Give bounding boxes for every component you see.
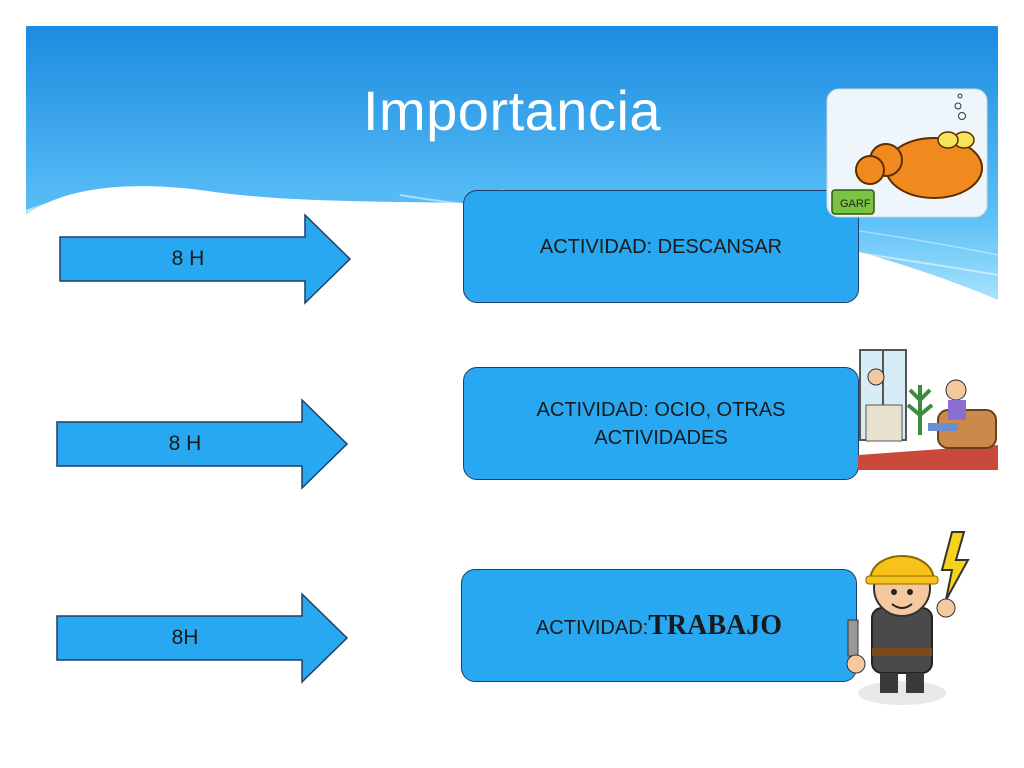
activity-box-trabajo: ACTIVIDAD:TRABAJO [461,569,857,682]
arrow-label: 8 H [168,432,202,455]
activity-box-descansar: ACTIVIDAD: DESCANSAR [463,190,859,303]
slide-title: Importancia [362,79,662,142]
svg-text:GARF: GARF [840,198,871,210]
person-on-sofa-icon [858,345,998,470]
arrow-label: 8H [171,626,199,649]
arrow-8h-ocio: 8 H [55,398,355,490]
sleeping-cat-icon: GARF [826,88,988,218]
activity-label-prefix: ACTIVIDAD: [535,616,649,639]
arrow-8h-trabajo: 8H [55,592,355,684]
electrician-worker-icon [842,528,972,713]
activity-box-ocio: ACTIVIDAD: OCIO, OTRAS ACTIVIDADES [463,367,859,480]
arrow-label: 8 H [171,247,205,270]
activity-label: ACTIVIDAD: DESCANSAR [539,235,783,258]
arrow-8h-descansar: 8 H [58,213,358,305]
activity-label-emphasis: TRABAJO [648,609,783,641]
activity-label: ACTIVIDAD: OCIO, OTRAS ACTIVIDADES [536,398,786,449]
